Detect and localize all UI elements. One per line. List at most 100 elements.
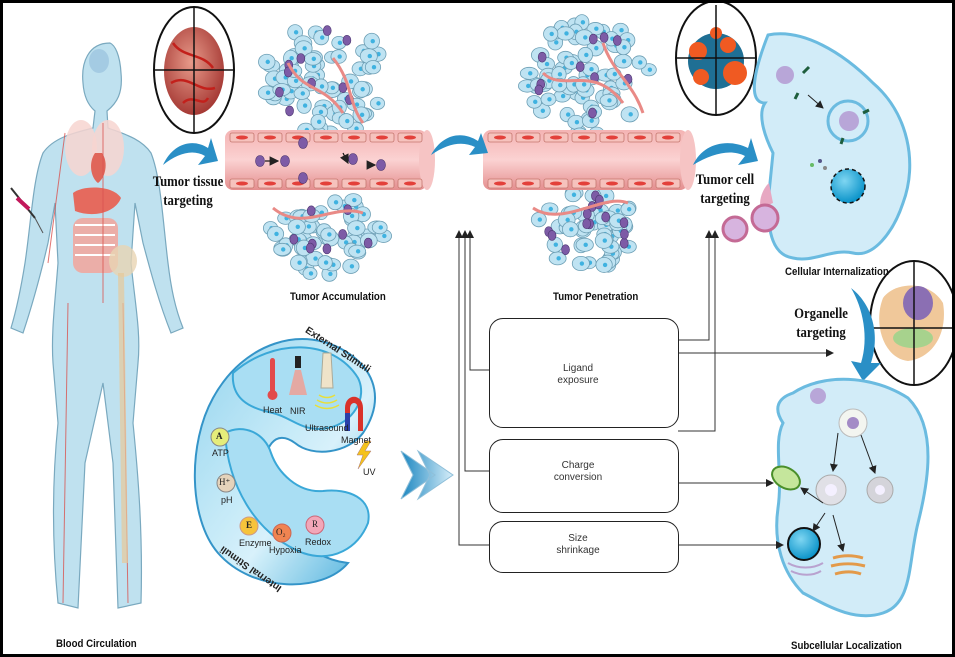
tumor-cell-target-icon (675, 3, 757, 116)
tumor-cell-nucleus (589, 67, 594, 72)
nanoparticle (342, 34, 352, 46)
stimulus-label-ph: pH (221, 495, 233, 505)
endothelial-nucleus (578, 135, 590, 140)
flow-arrow (339, 152, 349, 165)
nanoparticle (322, 25, 332, 36)
tumor-cell-nucleus (574, 120, 580, 125)
tumor-cell-nucleus (370, 38, 375, 44)
endothelial-nucleus (606, 135, 618, 140)
endothelial-nucleus (236, 181, 248, 186)
endothelial-nucleus (522, 181, 534, 186)
nanoparticle (575, 61, 585, 73)
nanoparticle (620, 228, 629, 240)
nanoparticle (275, 86, 284, 98)
tumor-cell-nucleus (621, 59, 627, 64)
tumor-cell-nucleus (323, 260, 329, 265)
capillary (532, 199, 629, 216)
tumor-cell-nucleus (581, 82, 587, 87)
endothelial-nucleus (376, 181, 388, 186)
blood-vessel-accumulation (225, 130, 435, 190)
laser-icon (289, 356, 307, 395)
atp-icon (210, 427, 230, 447)
tumor-cell-nucleus (548, 206, 554, 212)
tumor-cell-nucleus (300, 91, 305, 96)
nanoparticle (376, 159, 386, 171)
syringe-icon (10, 187, 44, 234)
ligand-exposure-line1: Ligand (562, 363, 594, 374)
nanoparticle (619, 217, 629, 228)
endothelial-nucleus (550, 135, 562, 140)
tumor-cell-nucleus (355, 249, 361, 254)
stage-label-cellular-internalization: Cellular Internalization (785, 266, 889, 278)
subcellular-localization-cell (771, 377, 930, 618)
targeting-label-tumor-tissue: Tumor tissue targeting (150, 173, 227, 211)
tumor-cell-nucleus (293, 30, 299, 35)
tumor-cell-nucleus (328, 271, 333, 277)
tumor-cell-nucleus (571, 192, 577, 197)
nanoparticle (338, 229, 347, 240)
organelle-line2: targeting (796, 325, 846, 341)
nanoparticle (285, 105, 294, 117)
stage-label-tumor-accumulation: Tumor Accumulation (290, 291, 386, 303)
nanoparticle (255, 155, 265, 167)
tumor-cell-nucleus (343, 240, 349, 245)
tumor-cell-nucleus (526, 83, 531, 89)
tumor-cell-nucleus (628, 112, 633, 117)
tumor-cell-nucleus (360, 87, 365, 92)
tumor-cell-nucleus (626, 207, 632, 212)
nanoparticle (306, 205, 316, 217)
size-shrinkage-box (489, 521, 679, 573)
tumor-cell-nucleus (337, 54, 342, 59)
tumor-cell-nucleus (371, 64, 377, 70)
tumor-cell-nucleus (289, 56, 294, 61)
size-shrinkage-line1: Size (568, 533, 588, 544)
nanoparticle (583, 208, 592, 220)
tumor-cell-nucleus (302, 245, 308, 251)
tumor-cell-nucleus (295, 224, 300, 230)
endothelial-nucleus (634, 181, 646, 186)
nanoparticle (537, 51, 547, 63)
tumor-cell-nucleus (348, 79, 354, 84)
stimulus-label-hypoxia: Hypoxia (269, 545, 302, 555)
tumor-cell-nucleus (349, 264, 355, 269)
endothelial-nucleus (236, 135, 248, 140)
tumor-cell-line2: targeting (700, 191, 750, 207)
tumor-cell-nucleus (537, 217, 543, 222)
tumor-cell-nucleus (589, 118, 594, 123)
tumor-cell-nucleus (565, 217, 570, 223)
curved-arrow-tumor-tissue (163, 138, 218, 165)
tumor-cell-nucleus (602, 262, 608, 268)
tumor-cell-nucleus (583, 35, 588, 40)
size-shrinkage-label: Size shrinkage (548, 533, 608, 557)
tumor-cell-nucleus (333, 200, 339, 205)
nanoparticle (305, 242, 315, 254)
nanoparticle (322, 243, 332, 255)
tumor-cell-nucleus (265, 59, 270, 65)
nanoparticle (280, 155, 290, 167)
endothelial-nucleus (264, 135, 276, 140)
tumor-cell-nucleus (306, 224, 312, 229)
targeting-label-organelle: Organelle targeting (791, 305, 851, 343)
tumor-cell-nucleus (354, 102, 360, 107)
ph-icon (216, 473, 236, 493)
stimulus-label-nir: NIR (290, 406, 306, 416)
capillary (541, 42, 645, 114)
charge-conversion-line1: Charge (561, 460, 595, 471)
blood-vessel-penetration (483, 130, 696, 190)
nanoparticle (534, 84, 544, 96)
ligand-exposure-line2: exposure (557, 375, 599, 386)
tumor-tissue-line2: targeting (163, 193, 213, 209)
tumor-cell-nucleus (544, 61, 550, 67)
stimulus-symbol-ph: H⁺ (219, 477, 231, 487)
tumor-cell-nucleus (354, 126, 359, 131)
ligand-exposure-label: Ligand exposure (548, 363, 608, 387)
hypoxia-icon (272, 523, 292, 543)
organelle-target-icon (869, 260, 952, 386)
charge-conversion-line2: conversion (553, 472, 603, 483)
charge-conversion-box (489, 439, 679, 513)
endothelial-nucleus (264, 181, 276, 186)
tumor-cell-nucleus (337, 40, 343, 45)
human-body-illustration (10, 42, 184, 609)
tumor-cell-nucleus (318, 109, 324, 115)
nanoparticle (588, 107, 597, 119)
